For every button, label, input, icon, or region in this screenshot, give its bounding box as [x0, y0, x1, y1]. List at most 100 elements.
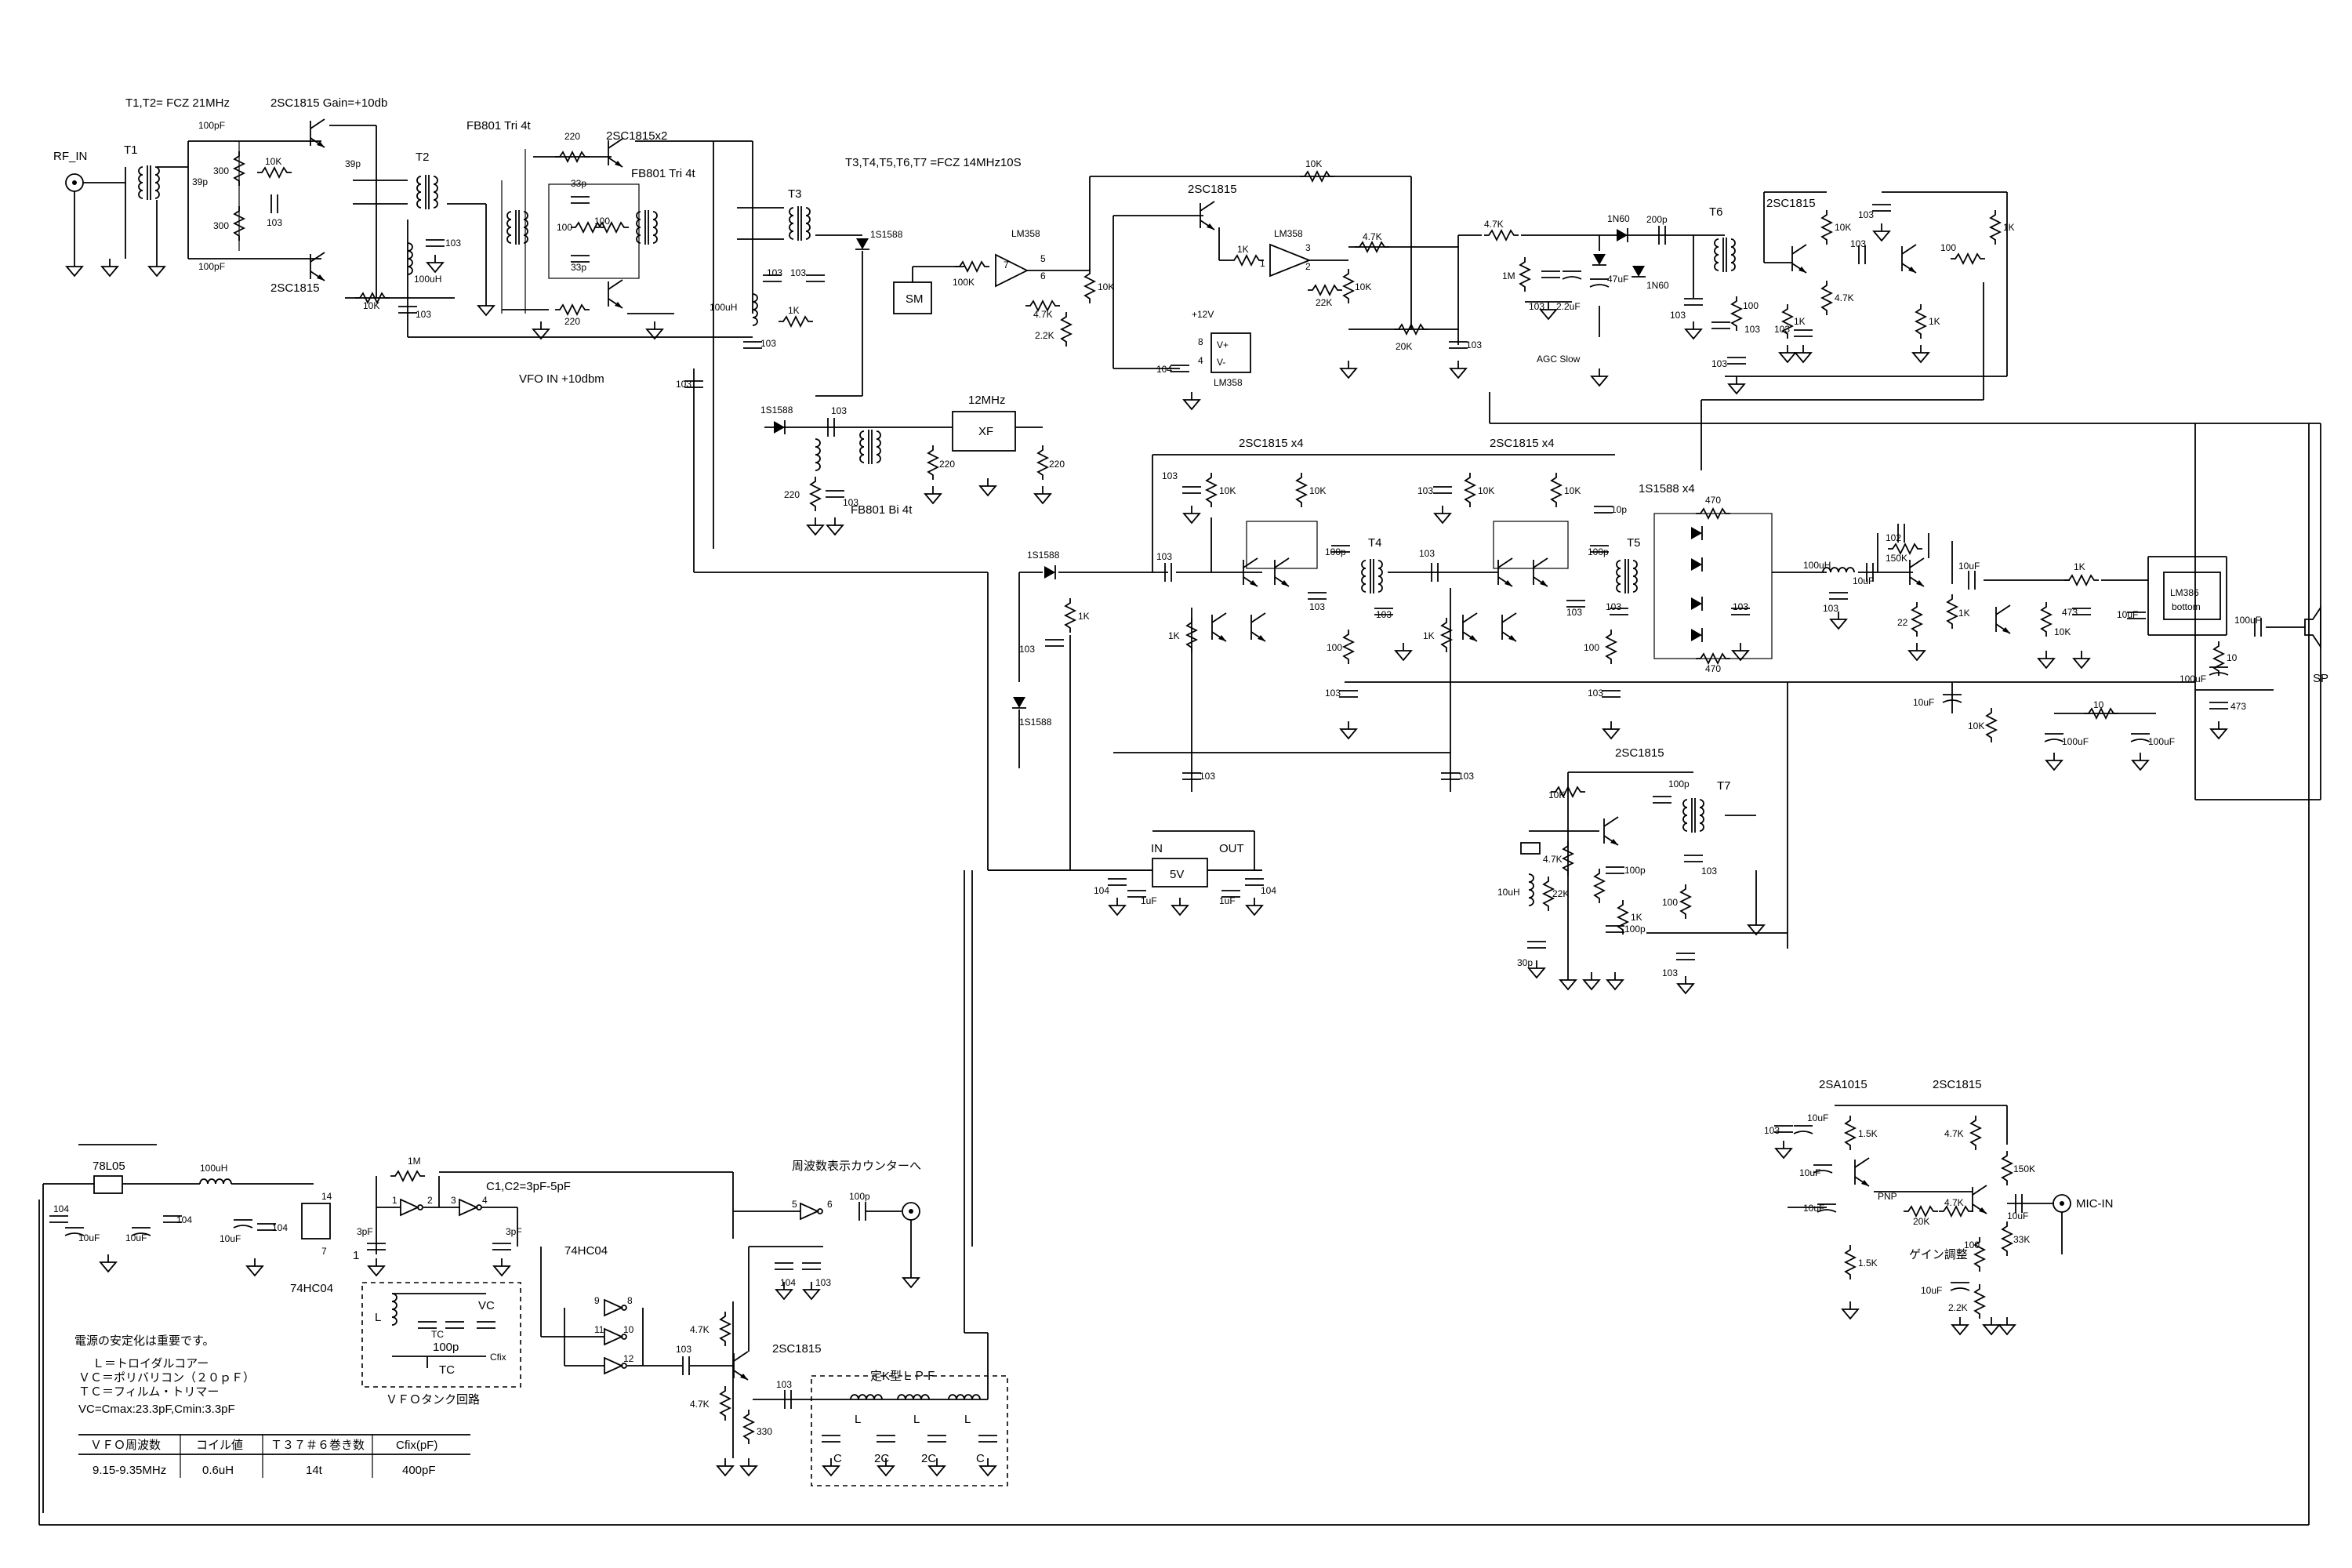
svg-text:103: 103 — [1588, 688, 1603, 699]
svg-text:10: 10 — [623, 1324, 634, 1335]
svg-text:103: 103 — [1019, 644, 1035, 655]
svg-text:1N60: 1N60 — [1607, 213, 1630, 224]
svg-text:2C: 2C — [874, 1452, 889, 1465]
svg-text:LM358: LM358 — [1214, 377, 1243, 388]
svg-text:5: 5 — [792, 1199, 797, 1210]
svg-text:10K: 10K — [1098, 281, 1114, 292]
t2-label: T2 — [416, 151, 430, 164]
svg-text:103: 103 — [1376, 609, 1392, 620]
svg-text:103: 103 — [776, 1379, 792, 1390]
svg-text:103: 103 — [1325, 688, 1341, 699]
vfo-table-h3: Cfix(pF) — [396, 1439, 437, 1452]
svg-text:100uH: 100uH — [414, 274, 441, 285]
svg-text:100uF: 100uF — [2180, 673, 2206, 684]
svg-text:1M: 1M — [408, 1156, 421, 1167]
svg-text:TC: TC — [431, 1329, 444, 1340]
svg-text:2SC1815: 2SC1815 — [1933, 1078, 1982, 1091]
svg-text:1K: 1K — [2074, 561, 2085, 572]
svg-text:4.7K: 4.7K — [1944, 1197, 1964, 1208]
inverter-1-icon — [400, 1199, 423, 1216]
svg-text:8: 8 — [627, 1295, 633, 1306]
svg-text:V-: V- — [1217, 357, 1225, 368]
svg-text:470: 470 — [1705, 495, 1721, 506]
svg-text:103: 103 — [843, 497, 858, 508]
fb801-bi-label: FB801 Bi 4t — [851, 503, 913, 517]
svg-text:C: C — [976, 1452, 985, 1465]
vfo-table-h1: コイル値 — [196, 1439, 243, 1452]
svg-text:4.7K: 4.7K — [1484, 219, 1504, 230]
svg-text:LM358: LM358 — [1274, 228, 1303, 239]
amp-gain-label: 2SC1815 Gain=+10db — [270, 96, 387, 110]
svg-text:33p: 33p — [571, 178, 586, 189]
svg-text:150K: 150K — [1886, 553, 1907, 564]
svg-text:1K: 1K — [1794, 316, 1806, 327]
svg-text:10uF: 10uF — [2007, 1210, 2028, 1221]
svg-text:104: 104 — [780, 1277, 796, 1288]
svg-text:10K: 10K — [1309, 485, 1326, 496]
svg-text:10K: 10K — [1835, 222, 1851, 233]
t3-label: T3 — [788, 187, 802, 201]
svg-text:20K: 20K — [1396, 341, 1412, 352]
rf-in-label: RF_IN — [53, 150, 87, 163]
svg-text:473: 473 — [2062, 607, 2078, 618]
svg-text:220: 220 — [1049, 459, 1065, 470]
svg-text:100: 100 — [1743, 300, 1759, 311]
svg-text:1S1588: 1S1588 — [870, 229, 903, 240]
fb801-tri-label-2: FB801 Tri 4t — [631, 167, 696, 180]
svg-text:104: 104 — [1094, 885, 1109, 896]
svg-text:100: 100 — [1662, 897, 1678, 908]
svg-text:22K: 22K — [1552, 888, 1569, 899]
svg-text:2SC1815x2: 2SC1815x2 — [606, 129, 667, 143]
svg-text:4.7K: 4.7K — [1363, 231, 1382, 242]
svg-text:V+: V+ — [1217, 339, 1229, 350]
svg-text:100: 100 — [1940, 242, 1956, 253]
svg-text:1S1588: 1S1588 — [760, 405, 793, 416]
svg-text:10K: 10K — [1478, 485, 1494, 496]
vfo-table: ＶＦＯ周波数 コイル値 Ｔ３７＃６巻き数 Cfix(pF) 9.15-9.35M… — [78, 1434, 470, 1478]
svg-text:10K: 10K — [1305, 158, 1322, 169]
74hc04-power-box — [301, 1203, 331, 1240]
reg-5v-label: 5V — [1170, 868, 1184, 881]
svg-text:300: 300 — [213, 220, 229, 231]
svg-text:3: 3 — [1305, 242, 1311, 253]
svg-text:10K: 10K — [1548, 789, 1565, 800]
svg-text:100p: 100p — [433, 1341, 459, 1354]
svg-text:+12V: +12V — [1192, 309, 1214, 320]
svg-text:74HC04: 74HC04 — [564, 1244, 608, 1258]
svg-text:2SC1815: 2SC1815 — [1615, 746, 1664, 760]
svg-text:1K: 1K — [1237, 244, 1249, 255]
svg-text:10uF: 10uF — [125, 1232, 147, 1243]
inverter-3-icon — [604, 1299, 627, 1316]
vfo-section: 78L05 104 10uF 10uF 104 100uH 10uF 104 1… — [42, 870, 1008, 1513]
svg-text:220: 220 — [939, 459, 955, 470]
svg-text:103: 103 — [1419, 548, 1435, 559]
agc-label: AGC Slow — [1537, 354, 1581, 365]
svg-text:10uF: 10uF — [1921, 1285, 1942, 1296]
svg-text:2SC1815: 2SC1815 — [772, 1342, 822, 1356]
svg-text:1: 1 — [1260, 258, 1265, 269]
svg-text:4.7K: 4.7K — [690, 1399, 710, 1410]
svg-text:4: 4 — [1198, 355, 1203, 366]
diode-ring-label: 1S1588 x4 — [1639, 482, 1695, 495]
svg-text:10K: 10K — [2054, 626, 2071, 637]
svg-text:103: 103 — [1417, 485, 1433, 496]
svg-text:470: 470 — [1705, 663, 1721, 674]
svg-text:103: 103 — [1701, 866, 1717, 877]
vfo-tank-box — [361, 1282, 521, 1388]
svg-text:104: 104 — [272, 1222, 288, 1233]
vfo-table-c2: 14t — [306, 1464, 323, 1477]
pnp-label: PNP — [1878, 1191, 1897, 1202]
svg-text:10: 10 — [2227, 652, 2238, 663]
lm358-b — [1269, 243, 1312, 278]
mixer-section: FB801 Tri 4t 220 2SC1815x2 33p 33p 100 1… — [466, 119, 753, 549]
t1-label: T1 — [124, 143, 138, 157]
svg-text:TC: TC — [439, 1363, 455, 1377]
svg-text:103: 103 — [1850, 238, 1866, 249]
t7-label: T7 — [1717, 779, 1731, 793]
svg-text:220: 220 — [784, 489, 800, 500]
svg-text:10uH: 10uH — [1497, 887, 1520, 898]
power-and-frame-wiring — [38, 392, 2310, 1526]
svg-text:103: 103 — [1662, 967, 1678, 978]
svg-text:3pF: 3pF — [357, 1226, 373, 1237]
svg-text:1uF: 1uF — [1219, 895, 1236, 906]
